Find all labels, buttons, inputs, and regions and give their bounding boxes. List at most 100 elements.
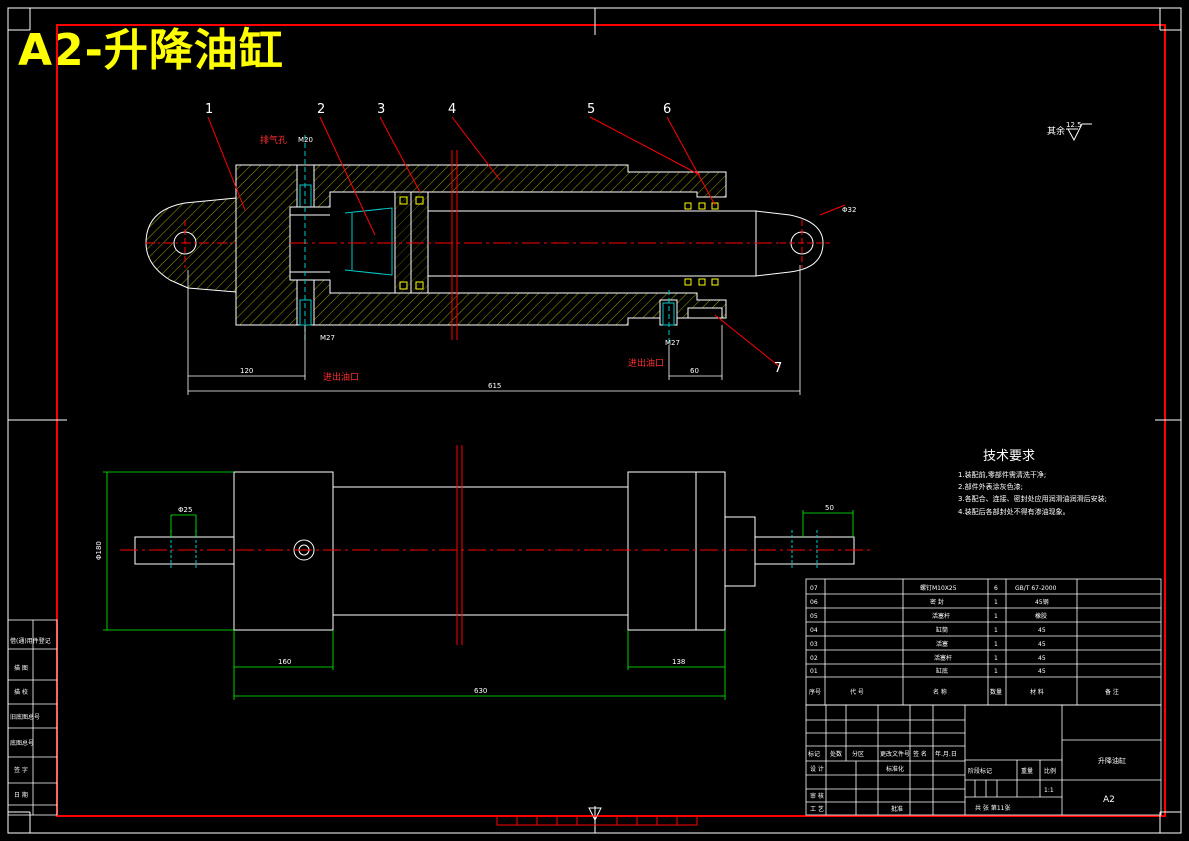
dim-630: 630 <box>474 687 487 695</box>
bom-qty-01: 1 <box>994 668 998 675</box>
bom-name-07: 螺钉M10X25 <box>920 584 957 592</box>
dim-160: 160 <box>278 658 291 666</box>
tb-date: 年.月.日 <box>935 750 957 758</box>
tb-design: 设 计 <box>810 765 824 773</box>
bom-table <box>805 578 1162 706</box>
title-block <box>805 704 1162 816</box>
cylinder-bottom <box>235 164 298 326</box>
tb-approve: 批准 <box>891 805 903 813</box>
tb-sign: 签 名 <box>913 750 927 758</box>
side-item-4: 旧底图总号 <box>10 713 40 721</box>
bom-mat-03: 45 <box>1038 641 1046 648</box>
dim-text-bottom: Φ25 50 Φ180 160 138 630 <box>95 504 834 695</box>
dim-text-top: 120 60 615 <box>240 367 699 390</box>
tb-review: 审 核 <box>810 792 824 800</box>
bom-no-04: 04 <box>810 627 818 634</box>
roughness-value: 12.5 <box>1066 121 1082 129</box>
bom-header-note: 备 注 <box>1105 688 1119 696</box>
barrel-bottom-wall <box>313 279 727 326</box>
balloon-1: 1 <box>205 102 213 117</box>
bom-mat-06: 45钢 <box>1035 598 1049 606</box>
bom-name-06: 密 封 <box>930 598 944 606</box>
bom-qty-02: 1 <box>994 655 998 662</box>
tech-requirements: 技术要求 1.装配前,零部件需清洗干净; 2.部件外表涂灰色漆; 3.各配合、连… <box>958 449 1107 516</box>
tb-weight: 重量 <box>1021 767 1033 775</box>
barrel-top-wall <box>313 164 727 208</box>
leaders-top <box>207 116 846 368</box>
side-item-2: 描 图 <box>14 664 28 672</box>
tech-title: 技术要求 <box>983 449 1035 464</box>
barrel-outer <box>332 486 629 616</box>
outer-frame <box>7 7 1182 834</box>
dim-60: 60 <box>690 367 699 375</box>
bom-qty-05: 1 <box>994 613 998 620</box>
bom-header-code: 代 号 <box>850 688 864 696</box>
gland-body <box>627 471 726 631</box>
inner-frame <box>56 24 1166 817</box>
side-block <box>7 619 58 816</box>
bom-qty-04: 1 <box>994 627 998 634</box>
bom-header-no: 序号 <box>809 688 821 696</box>
bom-name-02: 活塞杆 <box>934 654 952 662</box>
balloon-3: 3 <box>377 102 385 117</box>
pin-dia: Φ32 <box>842 206 856 214</box>
bom-name-05: 活塞杆 <box>932 612 950 620</box>
side-item-0: 借(通)用件登记 <box>10 637 51 645</box>
bom-no-07: 07 <box>810 585 818 592</box>
bom-mat-05: 橡胶 <box>1035 612 1047 620</box>
scale-strip <box>496 815 698 826</box>
tb-std: 标准化 <box>886 765 904 773</box>
tb-sheet-info: 共 张 第11张 <box>975 804 1010 812</box>
thread-top: M20 <box>298 136 313 144</box>
title-block-text: 标记 处数 分区 更改文件号 签 名 年.月.日 设 计 标准化 审 核 工 艺… <box>808 750 1126 813</box>
bom-mat-07: GB/T 67-2000 <box>1015 585 1057 592</box>
tb-count: 处数 <box>830 750 842 758</box>
dim-50: 50 <box>825 504 834 512</box>
bom-name-03: 活塞 <box>936 640 948 648</box>
balloon-4: 4 <box>448 102 456 117</box>
vent-label: 排气孔 <box>260 134 287 146</box>
dim-615: 615 <box>488 382 501 390</box>
bom-mat-01: 45 <box>1038 668 1046 675</box>
dims-top <box>187 265 801 395</box>
bom-no-01: 01 <box>810 668 818 675</box>
bom-no-03: 03 <box>810 641 818 648</box>
dim-d180: Φ180 <box>95 541 103 560</box>
dim-120: 120 <box>240 367 253 375</box>
tb-process: 工 艺 <box>810 805 824 813</box>
bom-qty-06: 1 <box>994 599 998 606</box>
port-left-label: 进出油口 <box>323 371 359 383</box>
bom-qty-03: 1 <box>994 641 998 648</box>
dim-138: 138 <box>672 658 685 666</box>
section-view <box>145 135 830 345</box>
dim-d25: Φ25 <box>178 506 192 514</box>
tb-scale: 比例 <box>1044 767 1056 775</box>
side-item-6: 签 字 <box>14 766 28 774</box>
tech-item-4: 4.装配后各部封处不得有渗油现象。 <box>958 507 1070 516</box>
port-right-label: 进出油口 <box>628 357 664 369</box>
section-annotations: 排气孔 M20 M27 M27 进出油口 进出油口 Φ32 其余 12.5 <box>260 121 1082 383</box>
bom-header-mat: 材 料 <box>1030 688 1044 696</box>
drawing-title: A2-升降油缸 <box>18 25 284 76</box>
thread-right: M27 <box>665 339 680 347</box>
tb-size: A2 <box>1103 795 1115 805</box>
bom-header-qty: 数量 <box>990 688 1002 696</box>
rod-collar <box>724 516 756 587</box>
tech-item-3: 3.各配合、连接、密封处应用润滑油润滑后安装; <box>958 494 1107 503</box>
tb-drawing-name: 升降油缸 <box>1098 756 1126 765</box>
bom-mat-04: 45 <box>1038 627 1046 634</box>
side-item-7: 日 期 <box>14 791 28 799</box>
tb-mark: 标记 <box>808 750 820 758</box>
bom-name-04: 缸筒 <box>936 626 948 634</box>
balloon-5: 5 <box>587 102 595 117</box>
side-item-5: 底图总号 <box>10 739 34 747</box>
balloon-labels: 1 2 3 4 5 6 7 <box>205 102 782 376</box>
roughness-symbol <box>1067 123 1092 142</box>
bom-text: 07 螺钉M10X25 6 GB/T 67-2000 06 密 封 1 45钢 … <box>809 584 1119 696</box>
tb-scale-val: 1:1 <box>1044 787 1054 794</box>
bottom-body <box>233 471 334 631</box>
tech-item-1: 1.装配前,零部件需清洗干净; <box>958 470 1046 479</box>
orientation-arrow <box>588 807 602 822</box>
bom-no-05: 05 <box>810 613 818 620</box>
